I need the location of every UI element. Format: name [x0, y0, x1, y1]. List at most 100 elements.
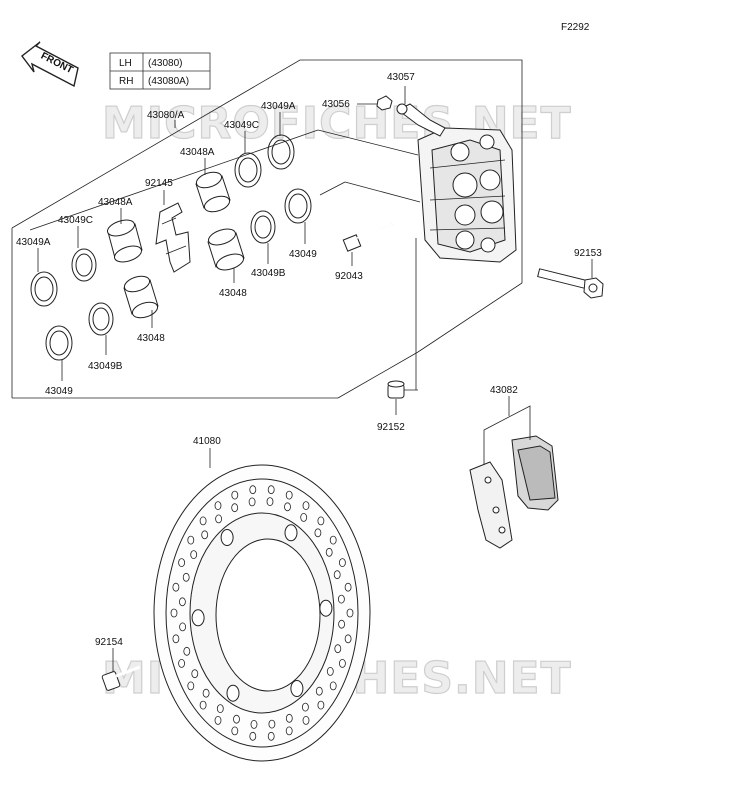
disc-mount-hole — [191, 609, 205, 627]
disc-hole — [333, 570, 341, 580]
seal-43049C-top[interactable] — [234, 152, 262, 188]
disc-hole — [267, 731, 275, 741]
disc-holes — [170, 485, 354, 741]
disc-hole — [187, 681, 195, 691]
disc-hole — [266, 497, 274, 507]
disc-hole — [317, 516, 325, 526]
bleeder-cap[interactable] — [376, 95, 393, 111]
disc-hole — [216, 704, 224, 713]
disc-hole — [233, 714, 240, 724]
disc-hole — [201, 530, 209, 540]
variant-side-lh: LH — [119, 58, 132, 69]
disc-hole — [231, 503, 239, 513]
brake-pad-front[interactable] — [511, 435, 559, 511]
caliper-bolt[interactable] — [537, 268, 604, 299]
callout-92043: 92043 — [335, 271, 363, 282]
disc-hole — [326, 667, 334, 676]
disc-hole — [329, 535, 337, 545]
pad-pin[interactable] — [342, 223, 393, 252]
figure-code: F2292 — [561, 22, 590, 33]
disc-hole — [249, 731, 257, 741]
brake-disc[interactable] — [153, 464, 371, 762]
piston-43048-low[interactable] — [122, 273, 159, 320]
seal-43049A-left[interactable] — [30, 271, 58, 307]
disc-hole — [191, 669, 199, 679]
callout-43049-mid: 43049 — [289, 249, 317, 260]
callout-43048A-left: 43048A — [98, 197, 133, 208]
disc-hole — [267, 485, 275, 495]
disc-hole — [325, 547, 333, 557]
disc-hole — [231, 726, 239, 736]
disc-mount-hole — [226, 684, 240, 702]
disc-hole — [344, 582, 352, 592]
disc-hole — [178, 659, 186, 668]
disc-hole — [248, 497, 256, 507]
disc-hole — [190, 550, 198, 559]
disc-hole — [315, 686, 323, 696]
disc-hole — [179, 622, 187, 632]
watermark-top: MICROFICHES.NET — [102, 98, 572, 149]
disc-hole — [215, 514, 223, 524]
callout-92154: 92154 — [95, 637, 123, 648]
disc-hole — [334, 644, 342, 654]
piston-43048A-top[interactable] — [194, 169, 231, 214]
disc-mount-hole — [290, 680, 304, 697]
seal-43049-low[interactable] — [45, 325, 73, 361]
callout-43057: 43057 — [387, 72, 415, 83]
disc-mount-hole — [319, 599, 333, 617]
variant-table: LH (43080) RH (43080A) — [109, 52, 211, 90]
disc-hole — [178, 558, 186, 567]
pad-spring[interactable] — [155, 202, 191, 273]
disc-hole — [202, 688, 210, 698]
disc-hole — [250, 720, 258, 729]
callout-43080A: 43080/A — [147, 110, 185, 121]
callout-43048-low: 43048 — [137, 333, 165, 344]
callout-43049B-low: 43049B — [88, 361, 123, 372]
disc-hole — [302, 501, 310, 511]
disc-mount-holes — [191, 524, 333, 702]
disc-hole — [346, 608, 354, 618]
disc-bolt[interactable] — [101, 665, 141, 691]
piston-43048A-left[interactable] — [106, 217, 144, 265]
seal-43049B-low[interactable] — [88, 302, 114, 336]
callout-43082: 43082 — [490, 385, 518, 396]
disc-hole — [172, 634, 180, 644]
collar[interactable] — [387, 380, 405, 399]
callout-43049-low: 43049 — [45, 386, 73, 397]
disc-hole — [183, 646, 191, 656]
disc-hole — [285, 490, 293, 500]
callout-43049A-top: 43049A — [261, 101, 296, 112]
disc-hole — [199, 700, 207, 710]
disc-mount-hole — [220, 529, 234, 546]
callout-43049C-top: 43049C — [224, 120, 259, 131]
disc-hole — [338, 659, 346, 668]
disc-hole — [338, 619, 346, 629]
disc-hole — [301, 702, 309, 712]
piston-43048-mid[interactable] — [207, 226, 246, 273]
seal-43049B-mid[interactable] — [250, 210, 276, 244]
callout-43048-mid: 43048 — [219, 288, 247, 299]
callout-43049B-mid: 43049B — [251, 268, 286, 279]
callout-43048A-top: 43048A — [180, 147, 215, 158]
disc-hole — [285, 713, 293, 723]
disc-hole — [285, 726, 293, 736]
variant-part-rh: (43080A) — [148, 76, 189, 87]
disc-hole — [344, 634, 352, 644]
bleeder-valve[interactable] — [396, 103, 446, 137]
seal-43049A-top[interactable] — [267, 134, 295, 170]
brake-caliper[interactable] — [417, 127, 517, 263]
disc-hole — [182, 572, 190, 582]
seal-43049C-left[interactable] — [71, 248, 97, 282]
disc-hole — [214, 716, 222, 725]
disc-hole — [300, 513, 308, 522]
callout-92145: 92145 — [145, 178, 173, 189]
disc-hole — [231, 490, 239, 500]
disc-hole — [314, 528, 322, 538]
brake-pad-rear[interactable] — [469, 461, 513, 549]
callout-92152: 92152 — [377, 422, 405, 433]
seal-43049-mid[interactable] — [284, 188, 312, 224]
disc-hole — [302, 716, 310, 725]
disc-hole — [170, 608, 178, 618]
